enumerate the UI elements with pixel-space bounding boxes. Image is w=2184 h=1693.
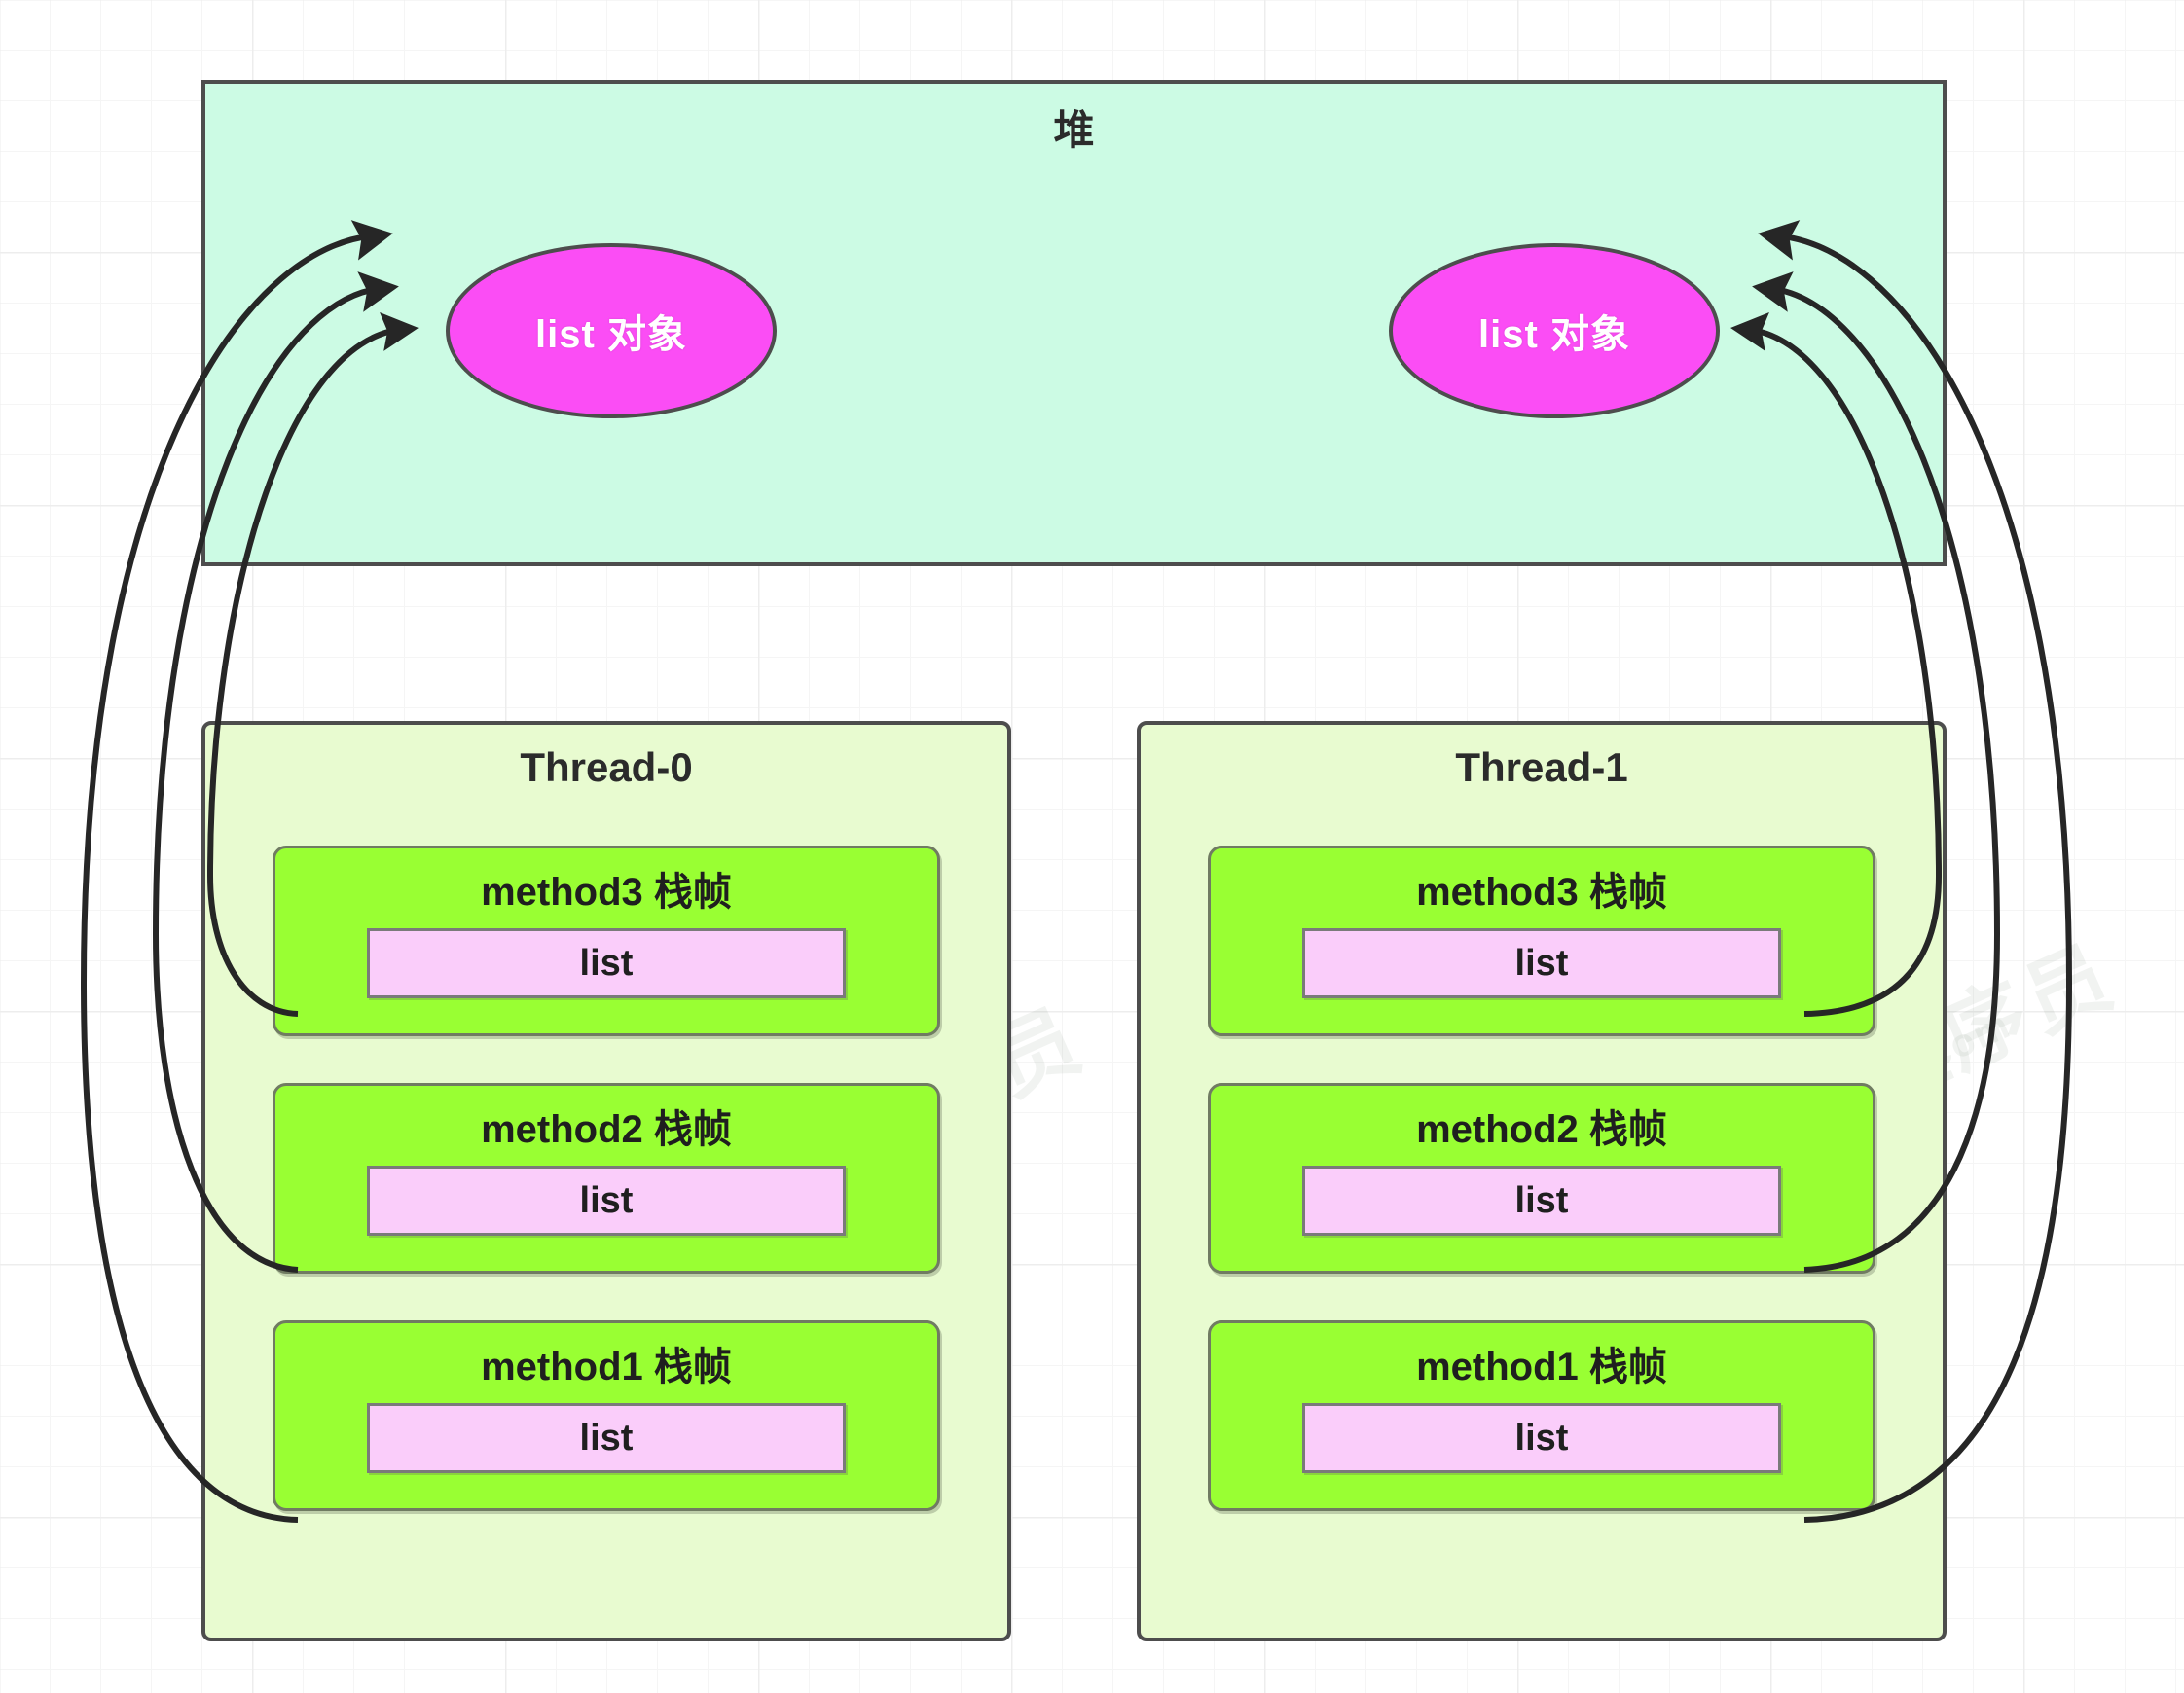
stack-frame-method2[interactable]: method2 栈帧 list [273,1083,940,1274]
heap-region: 堆 list 对象 list 对象 [201,80,1947,566]
frame-title: method3 栈帧 [481,871,732,914]
thread-1-label: Thread-1 [1455,744,1628,790]
stack-frame-method3[interactable]: method3 栈帧 list [273,846,940,1036]
local-var-slot-list[interactable]: list [1302,928,1781,998]
stack-frame-method3[interactable]: method3 栈帧 list [1208,846,1875,1036]
local-var-slot-list[interactable]: list [367,1166,846,1236]
local-var-slot-list[interactable]: list [1302,1166,1781,1236]
stack-frame-method2[interactable]: method2 栈帧 list [1208,1083,1875,1274]
local-var-slot-list[interactable]: list [367,928,846,998]
heap-label: 堆 [1053,107,1095,153]
local-var-slot-list[interactable]: list [367,1403,846,1473]
local-var-slot-list[interactable]: list [1302,1403,1781,1473]
thread-1-frames: method3 栈帧 list method2 栈帧 list method1 … [1141,846,1943,1558]
stack-frame-method1[interactable]: method1 栈帧 list [273,1320,940,1511]
frame-title: method1 栈帧 [481,1346,732,1388]
thread-stack-1: Thread-1 method3 栈帧 list method2 栈帧 list… [1137,721,1947,1641]
frame-title: method3 栈帧 [1416,871,1667,914]
frame-title: method1 栈帧 [1416,1346,1667,1388]
frame-title: method2 栈帧 [1416,1108,1667,1151]
thread-stack-0: Thread-0 method3 栈帧 list method2 栈帧 list… [201,721,1011,1641]
heap-object-list-1[interactable]: list 对象 [1389,243,1720,418]
heap-object-list-0[interactable]: list 对象 [446,243,777,418]
frame-title: method2 栈帧 [481,1108,732,1151]
stack-frame-method1[interactable]: method1 栈帧 list [1208,1320,1875,1511]
thread-0-frames: method3 栈帧 list method2 栈帧 list method1 … [205,846,1007,1558]
thread-0-label: Thread-0 [520,744,693,790]
